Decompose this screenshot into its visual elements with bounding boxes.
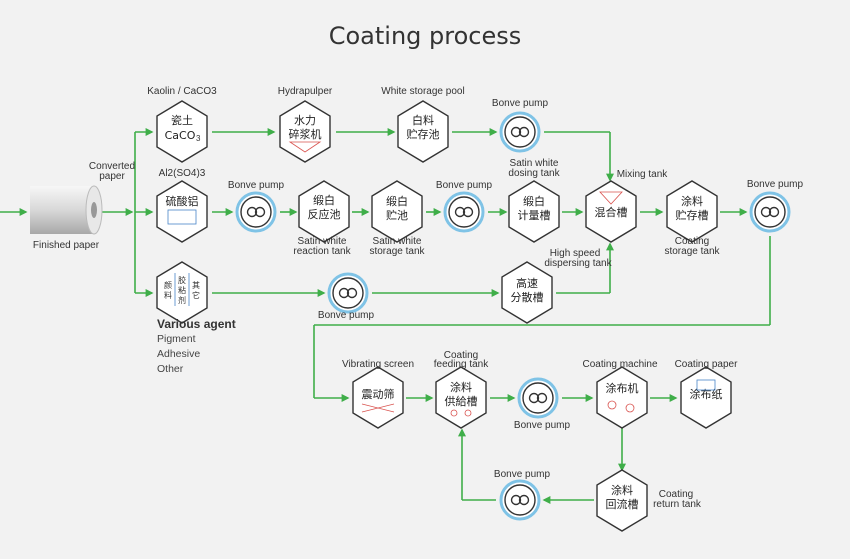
svg-text:涂料: 涂料 xyxy=(681,194,703,208)
bonve-pump-label: Bonve pump xyxy=(318,310,375,321)
svg-text:瓷土: 瓷土 xyxy=(171,113,193,127)
svg-text:计量槽: 计量槽 xyxy=(518,209,551,222)
bonve-pump-label: Bonve pump xyxy=(436,180,493,191)
svg-text:涂布纸: 涂布纸 xyxy=(690,387,723,401)
svg-text:涂布机: 涂布机 xyxy=(606,381,639,395)
satin-white-storage-tank: 缎白 贮池 xyxy=(371,180,423,243)
coating-storage-label: Coating xyxy=(675,236,709,247)
svg-text:贮存池: 贮存池 xyxy=(407,127,440,141)
hydrapulper-tank: 水力 碎浆机 xyxy=(279,100,331,163)
svg-text:3: 3 xyxy=(196,134,201,143)
svg-text:碎浆机: 碎浆机 xyxy=(289,127,322,141)
svg-text:混合槽: 混合槽 xyxy=(595,205,628,219)
coating-feeding-label: Coating xyxy=(444,350,478,361)
paper-roll-icon xyxy=(30,185,103,235)
svg-text:反应池: 反应池 xyxy=(308,207,341,221)
bonve-pump-icon xyxy=(327,272,369,314)
satin-reaction-label: Satin white xyxy=(298,236,347,247)
satin-dosing-label-2: dosing tank xyxy=(508,168,560,179)
svg-text:粘: 粘 xyxy=(178,285,186,295)
bonve-pump-icon xyxy=(749,191,791,233)
high-speed-label-2: dispersing tank xyxy=(544,258,612,269)
al2so43-label: Al2(SO4)3 xyxy=(159,168,206,179)
coating-machine: 涂布机 xyxy=(596,366,648,429)
kaolin-label: Kaolin / CaCO3 xyxy=(147,86,217,97)
svg-text:涂料: 涂料 xyxy=(450,380,472,394)
svg-text:缎白: 缎白 xyxy=(313,193,335,207)
mixing-tank-label: Mixing tank xyxy=(617,169,669,180)
satin-white-reaction-tank: 缎白 反应池 xyxy=(298,180,350,243)
finished-paper-label: Finished paper xyxy=(33,240,100,251)
svg-text:料: 料 xyxy=(164,290,172,300)
svg-text:剂: 剂 xyxy=(178,295,186,305)
bonve-pump-icon xyxy=(517,377,559,419)
svg-text:硫酸铝: 硫酸铝 xyxy=(166,194,199,208)
svg-text:白料: 白料 xyxy=(412,113,434,127)
coating-paper-label: Coating paper xyxy=(675,359,738,370)
aluminium-sulfate-tank: 硫酸铝 xyxy=(156,180,208,243)
kaolin-tank: 瓷土 CaCO 3 xyxy=(156,100,208,163)
satin-storage-label: Satin white xyxy=(373,236,422,247)
coating-storage-tank: 涂料 贮存槽 xyxy=(666,180,718,243)
coating-storage-label-2: storage tank xyxy=(664,246,720,257)
svg-text:贮存槽: 贮存槽 xyxy=(676,208,709,222)
svg-text:颜: 颜 xyxy=(164,280,172,290)
white-storage-pool-label: White storage pool xyxy=(381,86,464,97)
white-storage-pool: 白料 贮存池 xyxy=(397,100,449,163)
other-label: Other xyxy=(157,363,184,375)
svg-text:缎白: 缎白 xyxy=(386,194,408,208)
vibrating-screen: 震动筛 xyxy=(352,366,404,429)
converted-paper-label-2: paper xyxy=(99,171,125,182)
converted-paper-label: Converted xyxy=(89,161,135,172)
coating-return-label: Coating xyxy=(659,489,693,500)
high-speed-dispersing-tank: 高速 分散槽 xyxy=(501,261,553,324)
bonve-pump-label: Bonve pump xyxy=(228,180,285,191)
svg-text:CaCO: CaCO xyxy=(165,129,196,142)
bonve-pump-icon xyxy=(499,479,541,521)
satin-white-dosing-tank: 缎白 计量槽 xyxy=(508,180,560,243)
coating-return-label-2: return tank xyxy=(653,499,702,510)
bonve-pump-label: Bonve pump xyxy=(747,179,804,190)
mixing-tank: 混合槽 xyxy=(585,180,637,243)
svg-text:涂料: 涂料 xyxy=(611,483,633,497)
bonve-pump-icon xyxy=(443,191,485,233)
coating-feeding-label-2: feeding tank xyxy=(434,359,489,370)
svg-text:缎白: 缎白 xyxy=(523,194,545,208)
svg-text:贮池: 贮池 xyxy=(386,209,408,222)
svg-text:其: 其 xyxy=(192,281,200,290)
coating-paper: 涂布纸 xyxy=(680,366,732,429)
vibrating-screen-label: Vibrating screen xyxy=(342,359,414,370)
satin-dosing-label: Satin white xyxy=(510,158,559,169)
svg-text:回流槽: 回流槽 xyxy=(606,497,639,511)
coating-feeding-tank: 涂料 供給槽 xyxy=(435,366,487,429)
svg-text:胶: 胶 xyxy=(178,275,186,285)
various-agent-label: Various agent xyxy=(157,317,236,331)
svg-text:它: 它 xyxy=(192,290,200,300)
hydrapulper-label: Hydrapulper xyxy=(278,86,333,97)
bonve-pump-icon xyxy=(235,191,277,233)
coating-return-tank: 涂料 回流槽 xyxy=(596,469,648,532)
bonve-pump-label: Bonve pump xyxy=(514,420,571,431)
svg-text:震动筛: 震动筛 xyxy=(362,387,395,401)
page-title: Coating process xyxy=(329,22,522,50)
satin-reaction-label-2: reaction tank xyxy=(293,246,351,257)
coating-machine-label: Coating machine xyxy=(582,359,657,370)
bonve-pump-label: Bonve pump xyxy=(492,98,549,109)
pigment-label: Pigment xyxy=(157,333,196,345)
satin-storage-label-2: storage tank xyxy=(369,246,425,257)
pipes xyxy=(0,128,771,504)
svg-text:高速: 高速 xyxy=(516,276,538,290)
various-agent-tank: 颜 料 胶 粘 剂 其 它 xyxy=(156,261,208,324)
svg-text:分散槽: 分散槽 xyxy=(511,290,544,304)
svg-text:供給槽: 供給槽 xyxy=(445,394,478,408)
svg-text:水力: 水力 xyxy=(294,114,316,127)
adhesive-label: Adhesive xyxy=(157,348,200,360)
bonve-pump-label: Bonve pump xyxy=(494,469,551,480)
high-speed-label: High speed xyxy=(550,248,601,259)
bonve-pump-icon xyxy=(499,111,541,153)
